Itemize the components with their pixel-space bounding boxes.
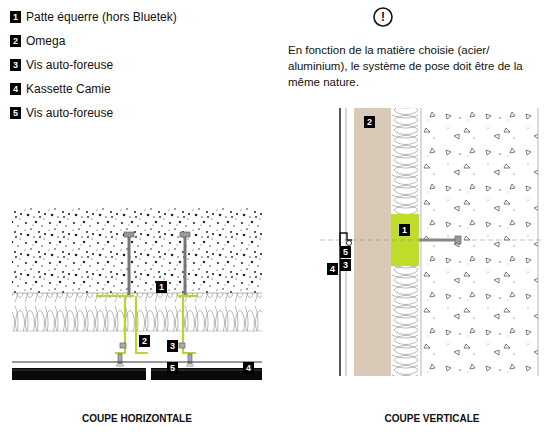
section-title: COUPE VERTICALE (384, 413, 479, 424)
legend-text: Vis auto-foreuse (26, 58, 113, 72)
legend-text: Vis auto-foreuse (26, 106, 113, 120)
legend-swatch: 2 (10, 35, 21, 47)
callout-number: 1 (156, 281, 167, 293)
warning-mark: ! (377, 10, 389, 24)
callout-number: 2 (139, 335, 150, 347)
legend-row: 2 Omega (10, 34, 65, 48)
callout-number: 3 (340, 259, 351, 271)
callout-number: 3 (13, 61, 18, 70)
callout-number: 5 (167, 362, 178, 374)
legend-row: 1 Patte équerre (hors Bluetek) (10, 10, 177, 24)
callout-number: 2 (364, 116, 375, 128)
legend-text: Kassette Camie (26, 82, 111, 96)
callout-number: 4 (243, 362, 254, 374)
legend-row: 4 Kassette Camie (10, 82, 111, 96)
legend-text: Omega (26, 34, 65, 48)
legend-swatch: 5 (10, 107, 21, 119)
legend-swatch: 1 (10, 11, 21, 23)
callout-number: 4 (327, 263, 338, 275)
callout-number: 1 (13, 13, 18, 22)
legend-swatch: 4 (10, 83, 21, 95)
callout-number: 1 (399, 224, 410, 236)
note-text: En fonction de la matière choisie (acier… (288, 42, 546, 90)
callout-number: 2 (13, 37, 18, 46)
legend-text: Patte équerre (hors Bluetek) (26, 10, 177, 24)
callout-number: 4 (13, 85, 18, 94)
section-title: COUPE HORIZONTALE (82, 413, 192, 424)
legend-row: 3 Vis auto-foreuse (10, 58, 113, 72)
callout-number: 5 (13, 109, 18, 118)
callout-number: 5 (340, 246, 351, 258)
legend-swatch: 3 (10, 59, 21, 71)
legend-row: 5 Vis auto-foreuse (10, 106, 113, 120)
callout-number: 3 (167, 340, 178, 352)
